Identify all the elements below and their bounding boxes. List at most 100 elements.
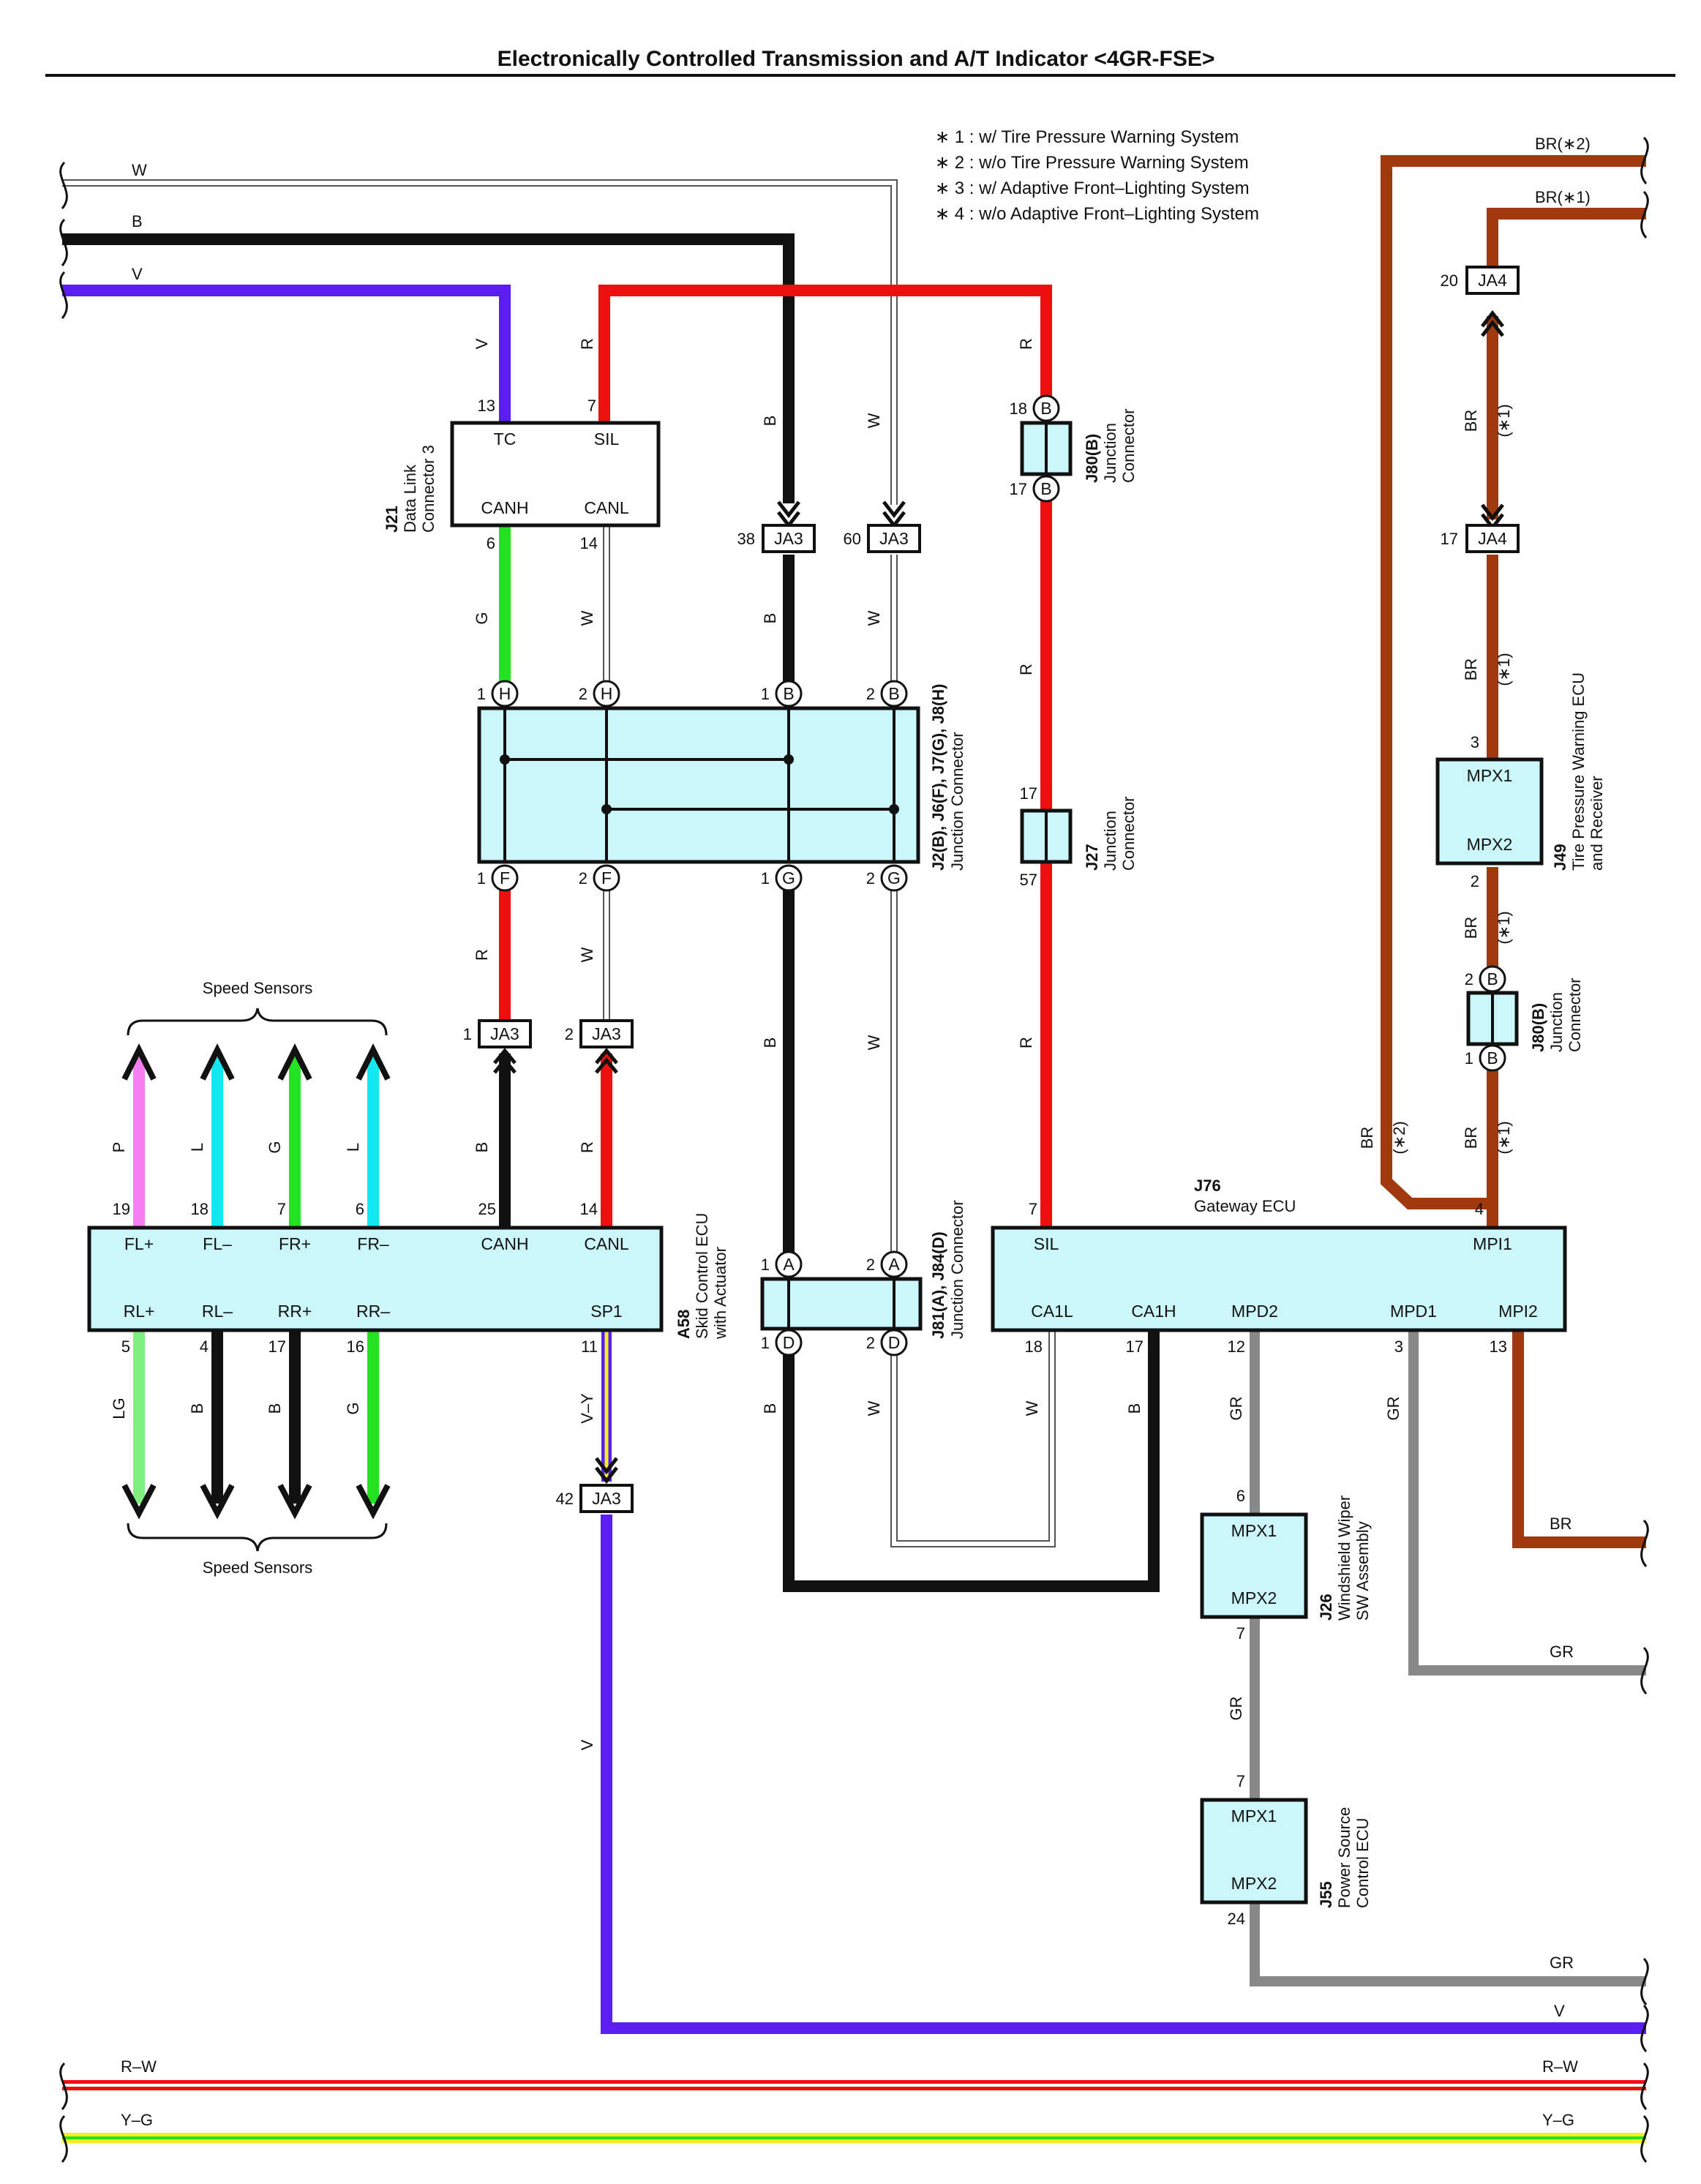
- jc1-h1-circle: [491, 680, 519, 708]
- j49-code: J49: [1551, 844, 1569, 871]
- j80-lower-junction: B B 2 1 J80(B) Junction Connector: [1465, 965, 1584, 1072]
- j80b-name1: Junction: [1547, 992, 1566, 1052]
- j21-name2: Connector 3: [419, 445, 438, 533]
- ja3-2-pin: 2: [565, 1025, 574, 1043]
- ja4-20-arrow-b: [1481, 319, 1504, 337]
- label-rw-left: R–W: [121, 2057, 157, 2076]
- vlabel-star1-41: (∗1): [1495, 911, 1513, 944]
- j76-pin-18: 18: [1025, 1337, 1043, 1356]
- jc1-b1-letter: B: [783, 684, 794, 703]
- ja4-20: JA4 20: [1441, 266, 1520, 295]
- jc1-f1-circle: [491, 864, 519, 892]
- a58-pin-top-2: 7: [277, 1200, 286, 1218]
- j49-mpx2: MPX2: [1467, 835, 1513, 854]
- a58-terminal-0: FL+: [124, 1234, 154, 1253]
- vlabel-b-12: B: [761, 1037, 779, 1048]
- vlabel-g-5: G: [473, 612, 491, 624]
- j27-name2: Connector: [1119, 796, 1138, 871]
- jc1-f2-circle: [593, 864, 620, 892]
- ja3-1-pin: 1: [463, 1025, 472, 1043]
- j76-ca1l: CA1L: [1031, 1302, 1073, 1321]
- label-right-gr: GR: [1550, 1643, 1574, 1661]
- j80a-name2: Connector: [1119, 408, 1138, 483]
- jc1-g2-circle: [880, 864, 908, 892]
- ja3-42-arrow-b: [595, 1466, 618, 1485]
- j80b-pin-1: 1: [1465, 1049, 1473, 1067]
- j76-mpd2: MPD2: [1231, 1302, 1278, 1321]
- jc2-a2-letter: A: [888, 1255, 900, 1274]
- vlabel-r-9: R: [1017, 664, 1035, 675]
- break-left-yg: [59, 2114, 68, 2163]
- note-3: ∗ 3 : w/ Adaptive Front–Lighting System: [935, 179, 1250, 198]
- break-right-yg: [1640, 2114, 1649, 2163]
- arrow-up-4: [356, 1043, 391, 1081]
- jc1-b2-letter: B: [888, 684, 899, 703]
- j21-pin-14: 14: [580, 534, 598, 552]
- j26-pin-6: 6: [1236, 1487, 1245, 1505]
- j76-code: J76: [1194, 1177, 1221, 1195]
- vlabel-b-26: B: [761, 1403, 779, 1414]
- wire-br-mpi2: [1512, 1330, 1646, 1548]
- vlabel-l-16: L: [188, 1143, 206, 1152]
- j76-pin-17: 17: [1126, 1337, 1144, 1356]
- arrow-up-2: [200, 1043, 235, 1081]
- j80a-pin-18: 18: [1010, 399, 1027, 418]
- vlabel-w-3: W: [865, 413, 883, 428]
- j26-name2: SW Assembly: [1353, 1521, 1372, 1621]
- vlabel-w-8: W: [865, 610, 883, 626]
- jc2-d2-letter: D: [888, 1333, 901, 1352]
- j80b-pin-2: 2: [1465, 970, 1473, 988]
- break-left-w: [59, 161, 68, 209]
- wire-b-top: [62, 233, 795, 503]
- j55-code: J55: [1317, 1881, 1335, 1908]
- a58-pin-bottom-0: 5: [121, 1337, 130, 1356]
- break-right-gr: [1640, 1646, 1649, 1695]
- ja3-38: JA3 38: [737, 524, 816, 553]
- wire-v-top: [62, 285, 511, 423]
- j80-top-junction: B B 18 17 J80(B) Junction Connector: [1010, 394, 1138, 503]
- junction-connector-j2-j6-j7-j8: [477, 706, 920, 864]
- jc2-a2-pin: 2: [866, 1256, 875, 1274]
- label-yg-left: Y–G: [121, 2111, 153, 2129]
- connector-arrows: [493, 309, 1504, 1485]
- j49-name1: Tire Pressure Warning ECU: [1569, 672, 1588, 871]
- break-left-b: [59, 218, 68, 266]
- a58-terminal-1: FL–: [203, 1234, 232, 1253]
- vlabel-br-34: BR: [1462, 410, 1480, 432]
- a58-terminal-bottom-4: SP1: [590, 1302, 622, 1321]
- j21-pin-6: 6: [487, 534, 495, 552]
- j55-name1: Power Source: [1335, 1807, 1353, 1908]
- ja3-60-label: JA3: [879, 529, 909, 548]
- wire-gr-mpd1: [1408, 1330, 1646, 1675]
- j55-mpx2: MPX2: [1231, 1874, 1277, 1893]
- break-right-gr2: [1640, 1957, 1649, 2005]
- vlabel-lg-21: LG: [110, 1397, 128, 1419]
- j55-pin-7: 7: [1236, 1772, 1245, 1790]
- jc2-d1-letter: D: [783, 1333, 795, 1352]
- vlabel-br-38: BR: [1462, 1127, 1480, 1149]
- ja4-20-pin: 20: [1441, 271, 1458, 290]
- jc1-f2-letter: F: [601, 868, 612, 888]
- ja3-42-label: JA3: [592, 1489, 621, 1508]
- j21-canl: CANL: [584, 498, 629, 517]
- note-2: ∗ 2 : w/o Tire Pressure Warning System: [935, 153, 1249, 173]
- label-yg-right: Y–G: [1542, 2111, 1574, 2129]
- jc2-a1-letter: A: [783, 1255, 795, 1274]
- jc1-h1-letter: H: [499, 684, 511, 703]
- break-left-v: [59, 271, 68, 319]
- ja3-2-label: JA3: [592, 1024, 621, 1043]
- a58-name1: Skid Control ECU: [693, 1213, 711, 1339]
- vlabel-w-13: W: [865, 1035, 883, 1050]
- speed-sensors-top: Speed Sensors: [203, 979, 312, 997]
- vlabel-r-4: R: [1017, 338, 1035, 350]
- a58-terminal-bottom-3: RR–: [356, 1302, 390, 1321]
- jc1-g1-letter: G: [782, 868, 795, 888]
- arrow-up-1: [121, 1043, 157, 1081]
- a58-terminal-4: CANH: [481, 1234, 528, 1253]
- j21-data-link-connector: TC SIL CANH CANL 13 7 6 14 J21 Data Link…: [383, 397, 661, 552]
- j26-mpx1: MPX1: [1231, 1521, 1277, 1540]
- wire-gr-j55: [1250, 1902, 1646, 1986]
